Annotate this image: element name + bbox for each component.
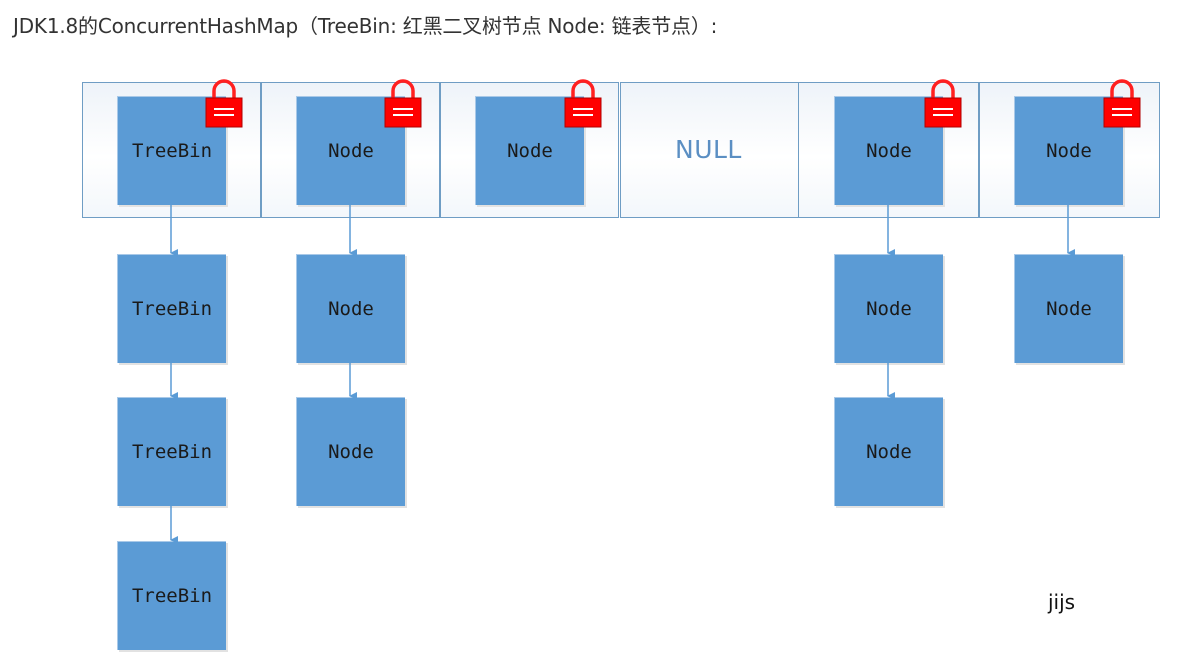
watermark: jijs: [1048, 590, 1076, 614]
slot-5-chain-node-2: Node: [834, 397, 943, 506]
padlock-icon: [384, 79, 422, 128]
slot-2-chain-node-2: Node: [296, 397, 405, 506]
slot-6-chain-node-1: Node: [1014, 254, 1123, 363]
padlock-icon: [564, 79, 602, 128]
padlock-icon: [1103, 79, 1141, 128]
slot-1-chain-node-3: TreeBin: [117, 541, 226, 650]
slot-6-head-node: Node: [1014, 96, 1123, 205]
slot-2-chain-node-1: Node: [296, 254, 405, 363]
table-cell-4: [620, 82, 798, 218]
slot-1-chain-node-1: TreeBin: [117, 254, 226, 363]
padlock-icon: [924, 79, 962, 128]
padlock-icon: [205, 79, 243, 128]
diagram-title: JDK1.8的ConcurrentHashMap（TreeBin: 红黑二叉树节…: [13, 14, 718, 38]
slot-1-chain-node-2: TreeBin: [117, 397, 226, 506]
null-slot-label: NULL: [675, 135, 742, 164]
slot-5-chain-node-1: Node: [834, 254, 943, 363]
